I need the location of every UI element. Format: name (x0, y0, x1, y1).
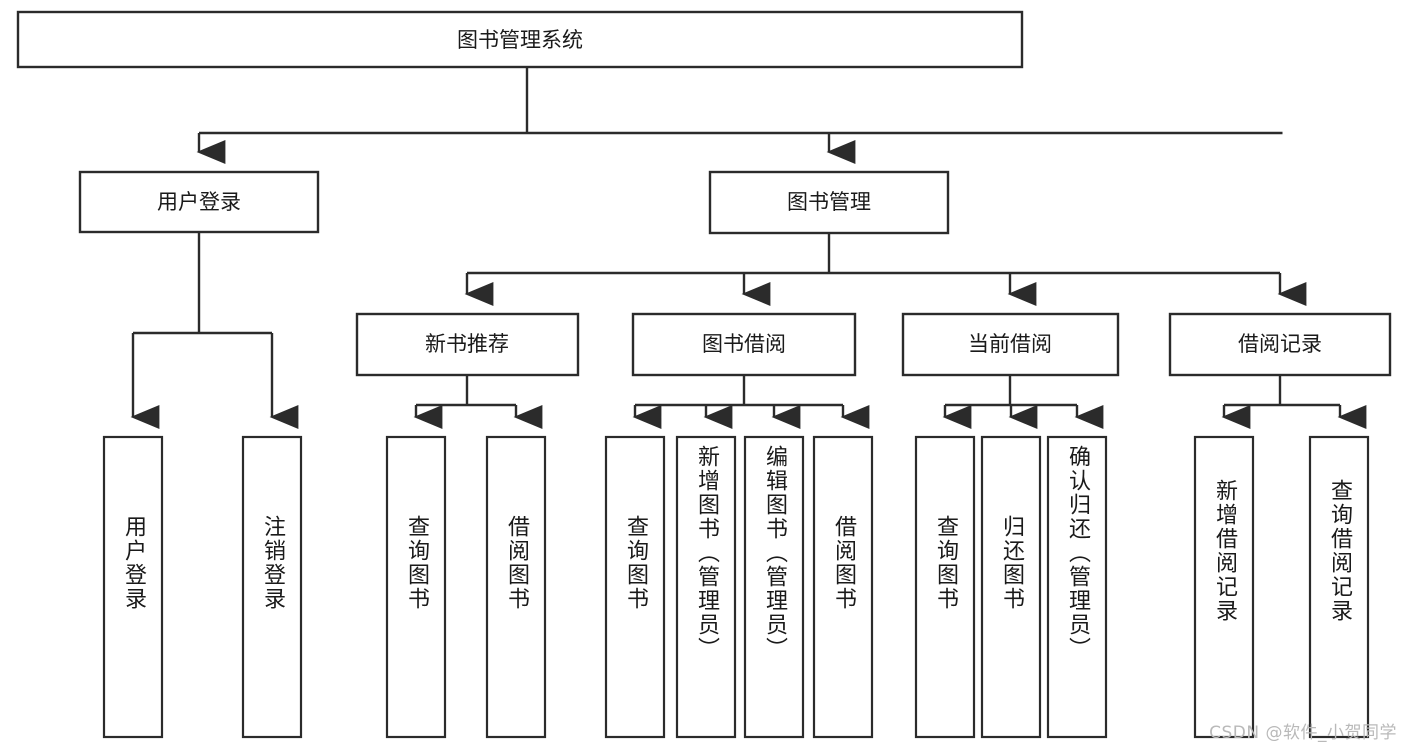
leaf-box-logout[interactable] (241, 435, 303, 739)
leaf-box-query-borrow-record[interactable] (1308, 435, 1370, 739)
node-book-management[interactable]: 图书管理 (708, 170, 950, 235)
edge-new-book-recommend-to-leaves (413, 375, 543, 429)
edge-borrow-record-to-leaves (1221, 375, 1367, 429)
leaf-box-borrow-book[interactable] (812, 435, 874, 739)
node-user-login-label: 用户登录 (157, 190, 241, 214)
edge-root-to-level2 (196, 67, 1283, 164)
node-new-book-recommend-label: 新书推荐 (425, 332, 509, 356)
node-borrow-record[interactable]: 借阅记录 (1168, 312, 1392, 377)
node-user-login-rect (78, 170, 320, 234)
node-book-borrow[interactable]: 图书借阅 (631, 312, 857, 377)
csdn-watermark: CSDN @软件_小贺同学 (1209, 723, 1397, 743)
leaf-box-add-book-admin[interactable] (675, 435, 737, 739)
node-current-borrow[interactable]: 当前借阅 (901, 312, 1120, 377)
edge-user-login-to-leaves (130, 232, 299, 429)
node-new-book-recommend-rect (355, 312, 580, 377)
leaf-box-borrow-book-rec[interactable] (485, 435, 547, 739)
edge-book-mgmt-to-level3 (464, 233, 1307, 306)
leaf-box-user-login[interactable] (102, 435, 164, 739)
leaf-box-return-book[interactable] (980, 435, 1042, 739)
node-user-login[interactable]: 用户登录 (78, 170, 320, 234)
leaf-box-edit-book-admin[interactable] (743, 435, 805, 739)
node-new-book-recommend[interactable]: 新书推荐 (355, 312, 580, 377)
node-root-rect (16, 10, 1024, 69)
node-borrow-record-label: 借阅记录 (1238, 332, 1322, 356)
leaf-box-query-book-borrow[interactable] (604, 435, 666, 739)
node-book-borrow-label: 图书借阅 (702, 332, 786, 356)
leaf-box-confirm-return-admin[interactable] (1046, 435, 1108, 739)
leaf-boxes (102, 435, 1370, 739)
leaf-box-add-borrow-record[interactable] (1193, 435, 1255, 739)
leaf-box-query-book-rec[interactable] (385, 435, 447, 739)
node-root-label: 图书管理系统 (457, 28, 583, 52)
node-root[interactable]: 图书管理系统 (16, 10, 1024, 69)
leaf-box-query-book-current[interactable] (914, 435, 976, 739)
edge-current-borrow-to-leaves (942, 375, 1104, 429)
node-current-borrow-rect (901, 312, 1120, 377)
node-current-borrow-label: 当前借阅 (968, 332, 1052, 356)
node-book-management-label: 图书管理 (787, 190, 871, 214)
edge-book-borrow-to-leaves (632, 375, 870, 429)
